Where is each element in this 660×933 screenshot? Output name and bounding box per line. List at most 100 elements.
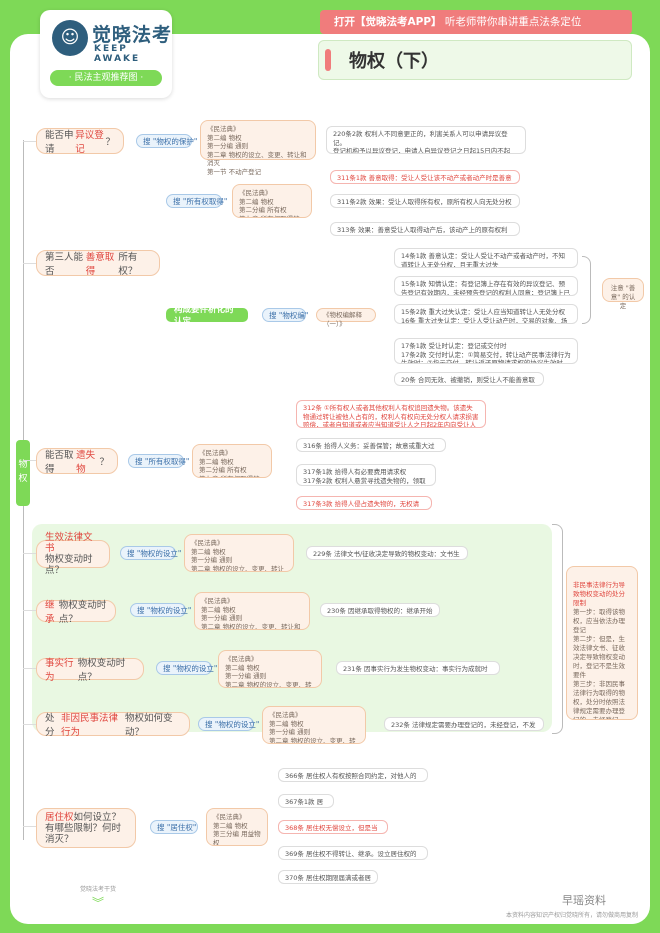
logo-brand-en: KEEP AWAKE: [94, 44, 141, 64]
q-text: ？: [105, 137, 115, 148]
logo-face-icon: ☺: [52, 20, 88, 56]
bracket: [582, 256, 591, 324]
search-pill[interactable]: 搜 "物权的设立": [120, 546, 181, 560]
app-banner[interactable]: 打开【觉晓法考APP】 听老师带你串讲重点法条定位: [320, 10, 632, 34]
search-pill[interactable]: 搜 "物权的设立": [198, 717, 259, 731]
leaf-article: 15条2款 重大过失认定：受让人应当知道转让人无处分权 16条 重大过失认定：受…: [394, 304, 578, 324]
q-keyword: 善意取得: [85, 252, 115, 277]
leaf-article: 20条 合同无效、被撤销，则受让人不能善意取得: [394, 372, 544, 386]
search-pill[interactable]: 搜 "物权的保护": [136, 134, 197, 148]
constitutive-elements-pill: 构成要件析化的认定: [166, 305, 248, 327]
law-source: 《民法典》 第二编 物权 第一分编 通则 第二章 物权的设立、变更、转让和消灭 …: [200, 120, 316, 176]
leaf-article: 312条 ①所有权人或者其他权利人有权追回遗失物。该遗失物通过转让被他人占有的，…: [296, 400, 486, 428]
q-keyword: 事实行为: [45, 658, 74, 683]
leaf-article: 17条1款 受让时认定：登记或交付时 17条2款 交付时认定：①简易交付，转让动…: [394, 338, 578, 364]
group-note-body: 第一步：取得该物权，应当依法办理登记 第二步：但是，生效法律文书、征收决定导致物…: [573, 608, 625, 720]
q-keyword: 非因民事法律行为: [61, 713, 119, 738]
bracket: [552, 524, 563, 734]
question-right-of-residence: 居住权如何设立？ 有哪些限制？何时消灭？: [36, 808, 136, 848]
title-accent: [325, 49, 331, 71]
leaf-article: 311条2款 效果：受让人取得所有权，原所有权人向无处分权人请求赔偿: [330, 194, 520, 208]
question-legal-document: 生效法律文书物权变动时点？: [36, 532, 110, 576]
law-source: 《民法典》 第二编 物权 第一分编 通则 第二章 物权的设立、变更、转让和消灭 …: [218, 650, 322, 688]
law-source: 《民法典》 第二编 物权 第一分编 通则 第二章 物权的设立、变更、转让和消灭 …: [184, 534, 294, 572]
search-pill[interactable]: 搜 "居住权": [150, 820, 198, 834]
side-note: 注意 "善意" 的认定: [602, 278, 644, 310]
q-keyword: 继承: [45, 600, 55, 625]
connector: [23, 668, 37, 669]
q-keyword: 异议登记: [75, 130, 104, 155]
leaf-article: 366条 居住权人有权按照合同约定，对他人的住宅享有占有、使用的用益物权，以满足…: [278, 768, 428, 782]
q-text: 物权变动时点？: [77, 658, 126, 683]
group-note: 非民事法律行为导致物权变动的处分限制 第一步：取得该物权，应当依法办理登记 第二…: [566, 566, 638, 720]
question-non-juristic-act: 处分非因民事法律行为物权如何变动？: [36, 712, 190, 738]
chevron-down-icon[interactable]: ︾: [92, 896, 105, 910]
search-pill[interactable]: 搜 "所有权取得": [166, 194, 227, 208]
leaf-article: 317条3款 拾得人侵占遗失物的，无权请求保管遗失物等支出的费用，也无权请求权利…: [296, 496, 432, 510]
q-keyword: 居住权: [45, 811, 74, 823]
question-good-faith: 第三人能否善意取得所有权？: [36, 250, 160, 277]
q-text: 第三人能否: [45, 252, 84, 277]
q-keyword: 生效法律文书: [45, 532, 93, 554]
connector: [23, 460, 37, 461]
q-text: ？: [99, 457, 109, 468]
q-text: 能否取得: [45, 450, 74, 475]
group-note-title: 非民事法律行为导致物权变动的处分限制: [573, 581, 625, 607]
q-text-2: 如何设立？ 有哪些限制？何时消灭？: [45, 811, 122, 845]
question-factual-act: 事实行为物权变动时点？: [36, 658, 144, 683]
connector: [23, 826, 37, 827]
connector: [23, 263, 37, 264]
q-text: 物权变动时点？: [58, 600, 107, 625]
law-source: 《民法典》 第二编 物权 第一分编 通则 第二章 物权的设立、变更、转让和消灭 …: [194, 592, 310, 630]
leaf-article: 369条 居住权不得转让、继承。设立居住权的住宅不得出租，但是当事人另有约定的除…: [278, 846, 428, 860]
search-pill[interactable]: 搜 "物权编": [262, 308, 308, 322]
q-keyword: 遗失物: [76, 450, 96, 475]
leaf-article: 231条 因事实行为发生物权变动：事实行为成就时发生效力: [336, 661, 500, 675]
q-text-2: 物权变动时点？: [45, 554, 93, 576]
law-source: 《物权编解释（一）》: [316, 308, 376, 328]
law-source: 《民法典》 第二编 物权 第三分编 用益物权 第十四章 居住权: [206, 808, 268, 846]
q-text: 所有权？: [118, 252, 138, 277]
law-source: 《民法典》 第二编 物权 第二分编 所有权 第九章 所有权取得的特别规定: [192, 444, 272, 478]
logo: ☺ 觉晓法考 KEEP AWAKE · 民法主观推荐图 ·: [40, 10, 172, 98]
question-lost-property: 能否取得遗失物？: [36, 448, 118, 475]
leaf-article: 370条 居住权期限届满或者居住权人死亡的，居住权消灭: [278, 870, 378, 884]
leaf-article: 15条1款 知情认定：有登记簿上存在有效的异议登记、预告登记有效期内，未经预告登…: [394, 276, 578, 296]
page-title: 物权（下）: [349, 51, 439, 72]
root-node: 物权: [16, 440, 30, 506]
leaf-article: 229条 法律文书/征收决定导致的物权变动：文书生效时发生效力: [306, 546, 468, 560]
logo-tag: · 民法主观推荐图 ·: [50, 70, 162, 86]
leaf-article: 317条1款 拾得人有必要费用请求权 317条2款 权利人悬赏寻找遗失物的，领取…: [296, 464, 436, 486]
question-inheritance: 继承物权变动时点？: [36, 600, 116, 625]
leaf-article: 367条1款 居住权合同应当采用书面形式: [278, 794, 334, 808]
q-text: 能否申请: [45, 130, 74, 155]
search-pill[interactable]: 搜 "物权的设立": [156, 661, 217, 675]
q-text: 物权如何变动？: [125, 713, 173, 738]
connector: [23, 553, 37, 554]
leaf-article: 368条 居住权无偿设立，但是当事人另有约定的除外；设立居住权的，应当向登记机构…: [278, 820, 388, 834]
leaf-article: 220条2款 权利人不同意更正的，利害关系人可以申请异议登记。 登记机构予以异议…: [326, 126, 526, 154]
q-text: 居住权如何设立？ 有哪些限制？何时消灭？: [45, 812, 127, 845]
leaf-article: 14条1款 善意认定：受让人受让不动产或者动产时，不知道转让人无处分权，且无重大…: [394, 248, 578, 268]
search-pill[interactable]: 搜 "所有权取得": [128, 454, 189, 468]
leaf-article: 232条 法律规定需要办理登记的，未经登记，不发生物权效力: [384, 717, 544, 731]
leaf-article: 230条 因继承取得物权的：继承开始时发生效力: [320, 603, 440, 617]
law-source: 《民法典》 第二编 物权 第二分编 所有权 第九章 所有权取得的特别规定: [232, 184, 312, 218]
connector: [23, 724, 37, 725]
law-source: 《民法典》 第二编 物权 第一分编 通则 第二章 物权的设立、变更、转让和消灭 …: [262, 706, 366, 744]
connector: [23, 610, 37, 611]
question-objection-registration: 能否申请异议登记？: [36, 128, 124, 155]
banner-app: 打开【觉晓法考APP】: [334, 16, 442, 28]
connector: [23, 141, 37, 142]
search-pill[interactable]: 搜 "物权的设立": [130, 603, 191, 617]
leaf-article: 311条1款 善意取得：受让人受让该不动产或者动产时是善意的；以合理的价格转让；…: [330, 170, 520, 184]
logo-brand: 觉晓法考: [92, 24, 173, 46]
page-title-box: 物权（下）: [318, 40, 632, 80]
watermark: 早瑶资料: [562, 894, 606, 907]
banner-text: 听老师带你串讲重点法条定位: [444, 16, 582, 28]
leaf-article: 313条 效果：善意受让人取得动产后，该动产上的原有权利消灭（受让人在受让时知道…: [330, 222, 520, 236]
scroll-hint: 觉晓法考干货: [80, 886, 117, 893]
q-text: 生效法律文书物权变动时点？: [45, 532, 101, 576]
copyright: 本资料内容知识产权归觉晓所有，请勿做商用复制: [506, 912, 639, 919]
q-text: 处分: [45, 713, 55, 738]
